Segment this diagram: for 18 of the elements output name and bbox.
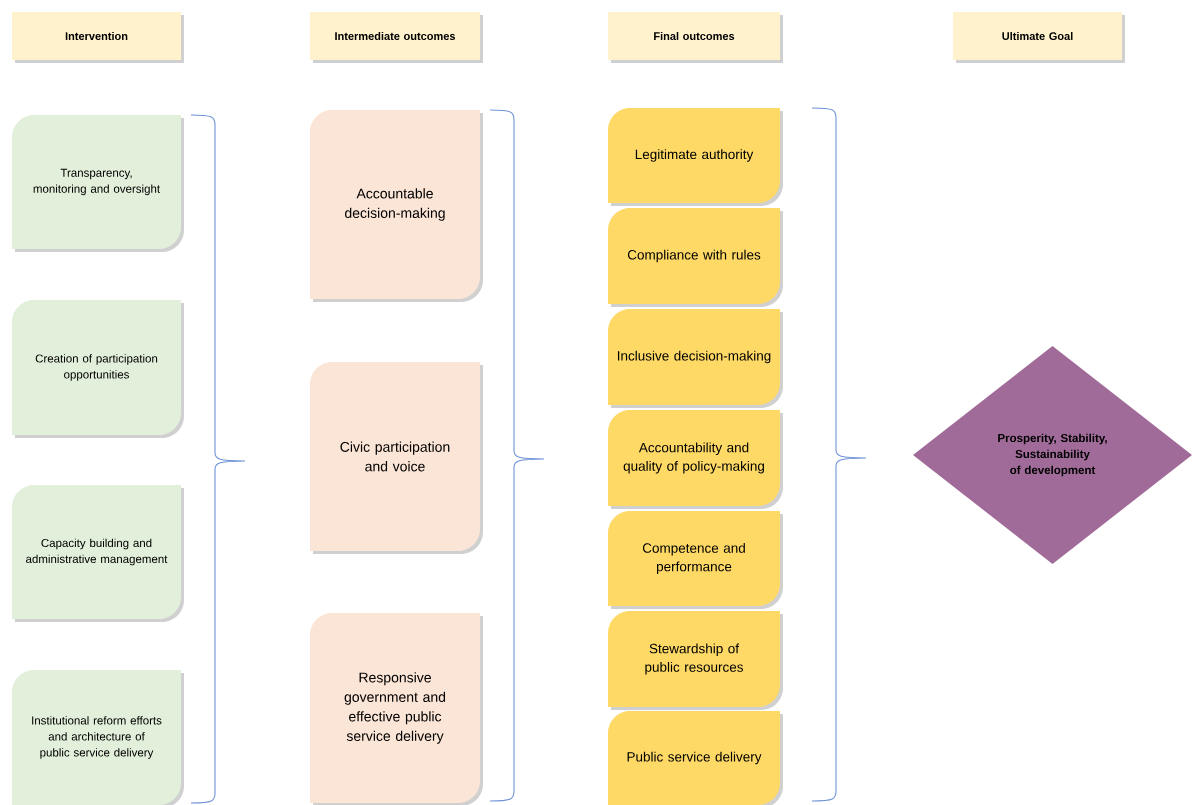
column-header: Intervention: [12, 12, 184, 63]
outcome-box: Stewardship of public resources: [608, 611, 783, 710]
outcome-box: Accountability and quality of policy-making: [608, 410, 783, 509]
outcome-box: Legitimate authority: [608, 108, 783, 206]
outcome-box: Compliance with rules: [608, 208, 783, 307]
outcome-box: Responsive government and effective public service delivery: [310, 613, 483, 805]
outcome-box: Public service delivery: [608, 711, 783, 805]
outcome-box: Accountable decision-making: [310, 110, 483, 302]
intervention-box: Creation of participation opportunities: [12, 300, 184, 438]
outcome-box: Civic participation and voice: [310, 362, 483, 554]
intervention-box: Institutional reform efforts and architecture of public service delivery: [12, 670, 184, 805]
column-header: Final outcomes: [608, 12, 783, 63]
outcome-box: Inclusive decision-making: [608, 309, 783, 408]
outcome-box: Competence and performance: [608, 511, 783, 609]
column-header: Ultimate Goal: [953, 12, 1125, 63]
intervention-box: Capacity building and administrative management: [12, 485, 184, 622]
column-header: Intermediate outcomes: [310, 12, 483, 63]
intervention-box: Transparency, monitoring and oversight: [12, 115, 184, 252]
